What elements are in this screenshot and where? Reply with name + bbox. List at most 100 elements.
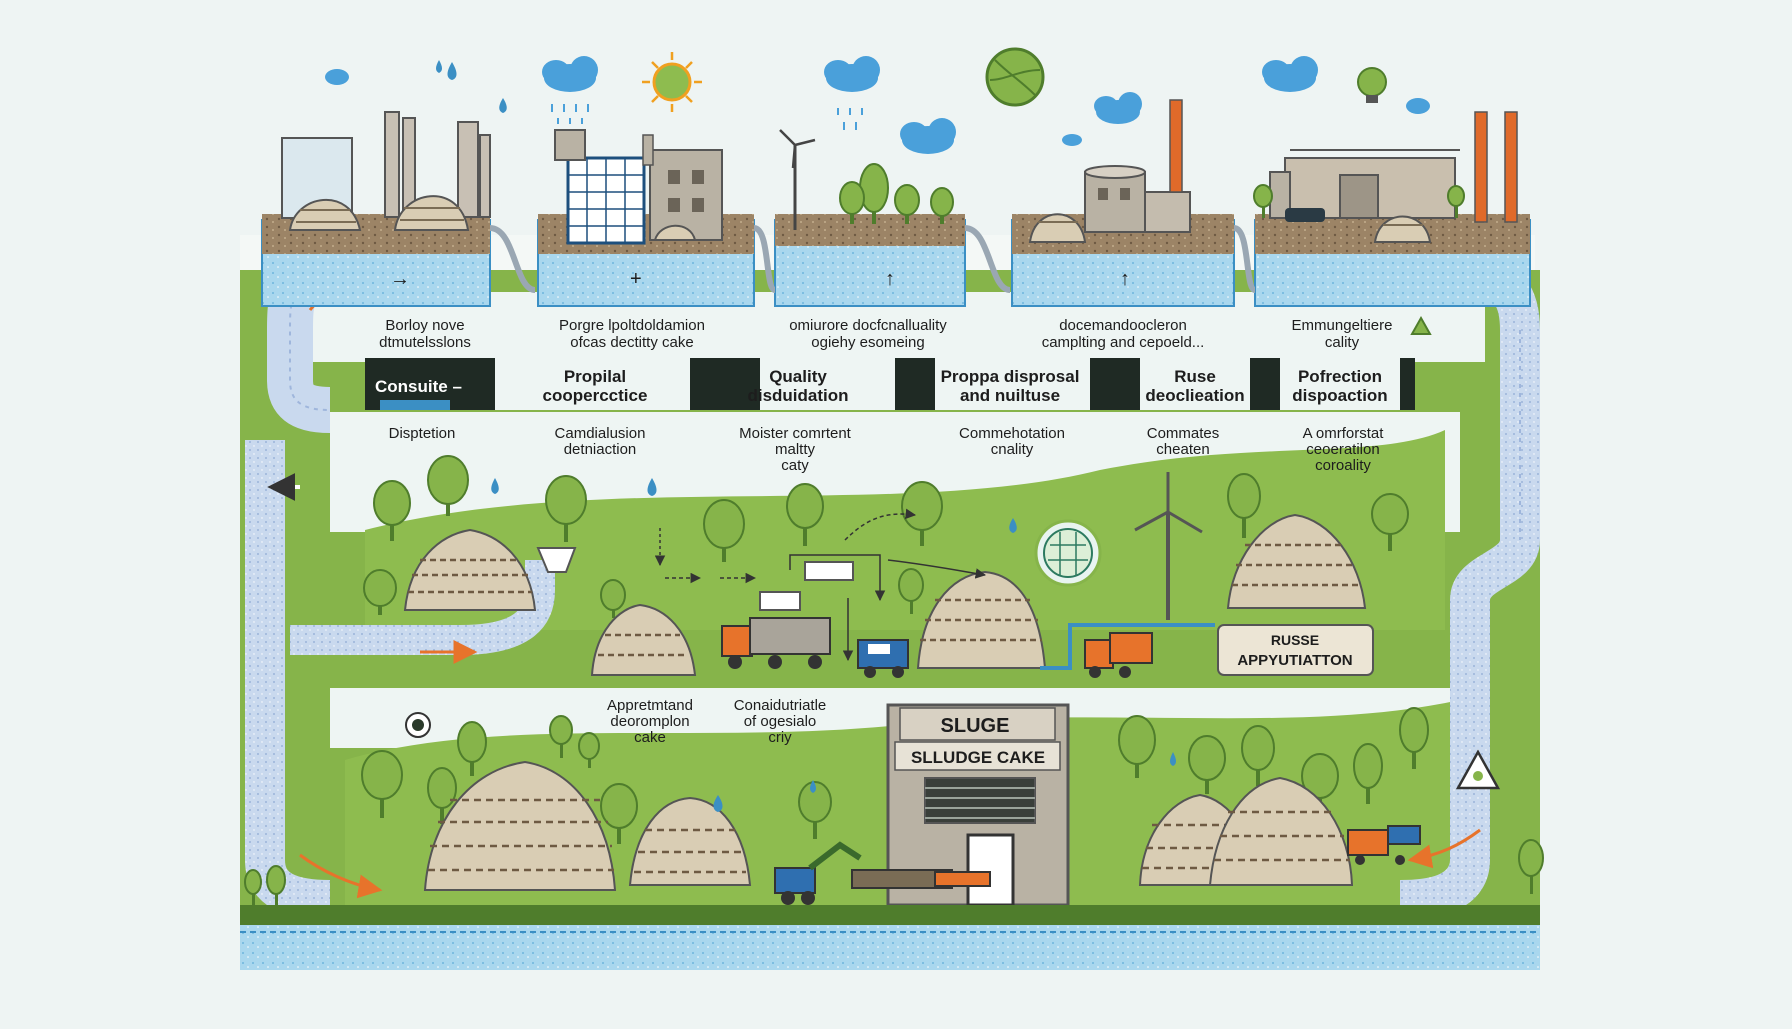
band-label-2-line-1: Propilal: [564, 367, 626, 386]
bottom-caption-2-line-1: Conaidutriatle: [734, 697, 827, 714]
sludge-pile: [288, 199, 362, 231]
bottom-water-channel: [240, 905, 1540, 970]
tree-icon: [898, 568, 924, 614]
tree-icon: [600, 579, 626, 618]
mid-caption-5-line-1: Commates: [1147, 425, 1220, 442]
tree-icon: [839, 181, 865, 224]
tree-icon: [457, 721, 487, 776]
cloud-icon: [1094, 92, 1142, 124]
tree-icon: [361, 750, 403, 818]
top-caption-2-line-2: ofcas dectitty cake: [570, 334, 693, 351]
top-caption-4-line-2: camplting and cepoeld...: [1042, 334, 1205, 351]
mid-caption-5-line-2: cheaten: [1156, 441, 1209, 458]
band-label-4-line-1: Proppa disprosal: [941, 367, 1080, 386]
tree-icon: [859, 163, 889, 224]
bottom-caption-1-line-2: deoromplon: [610, 713, 689, 730]
warning-icon: [1410, 315, 1432, 335]
water-drop-icon: [647, 478, 657, 496]
cloud-icon: [325, 69, 349, 85]
tree-icon: [427, 767, 457, 824]
cloud-icon: [900, 118, 956, 154]
globe-icon: [985, 47, 1045, 107]
water-drop-icon: [447, 62, 457, 80]
top-caption-1-line-2: dtmutelsslons: [379, 334, 471, 351]
tree-icon: [244, 869, 262, 906]
mid-caption-4-line-2: cnality: [991, 441, 1034, 458]
bottom-caption-2-line-3: criy: [768, 729, 792, 746]
water-drop-icon: [499, 98, 507, 113]
band-label-3-line-1: Quality: [769, 367, 827, 386]
svg-text:→: →: [390, 268, 410, 290]
band-label-6-line-1: Pofrection: [1298, 367, 1382, 386]
tree-icon: [1518, 839, 1544, 894]
tree-icon: [1241, 725, 1275, 786]
sludge-pile: [1373, 215, 1432, 243]
tree-icon: [363, 569, 397, 615]
tree-icon: [549, 715, 573, 758]
svg-text:Disptetion: Disptetion: [389, 425, 456, 442]
excavator-icon: [774, 841, 862, 905]
facility-roof-label: SLUGE: [941, 715, 1010, 737]
cloud-icon: [824, 56, 880, 92]
sludge-pile: [628, 796, 752, 886]
cloud-icon: [542, 56, 598, 92]
mid-caption-4-line-1: Commehotation: [959, 425, 1065, 442]
tree-icon: [798, 781, 832, 839]
tree-icon: [1253, 184, 1273, 218]
cloud-icon: [1406, 98, 1430, 114]
water-drop-icon: [491, 478, 499, 494]
tree-icon: [1227, 473, 1261, 538]
band-label-1: Consuite –: [375, 377, 462, 396]
band-label-4-line-2: and nuiltuse: [960, 386, 1060, 405]
warning-icon: [1455, 749, 1501, 790]
svg-text:↑: ↑: [1120, 268, 1130, 290]
cloud-icon: [1062, 134, 1082, 146]
reuse-box-line-1: RUSSE: [1271, 632, 1319, 648]
top-buildings: [281, 99, 1518, 245]
tree-icon: [1353, 743, 1383, 804]
top-trees: [779, 129, 1465, 230]
band-label-3-line-2: disduidation: [747, 386, 848, 405]
tree-icon: [578, 732, 600, 768]
tree-icon: [545, 475, 587, 542]
band-label-5-line-1: Ruse: [1174, 367, 1216, 386]
lightbulb-icon: [1357, 67, 1387, 103]
truck-icon: [721, 617, 831, 669]
top-treatment-stages: → + ↑ ↑: [261, 214, 1531, 307]
facility-sign-label: SLLUDGE CAKE: [911, 748, 1045, 767]
water-drop-icon: [1009, 518, 1017, 533]
mid-caption-2-line-2: detniaction: [564, 441, 637, 458]
reuse-box-line-2: APPYUTIATTON: [1237, 652, 1352, 669]
factory-icon: [1084, 99, 1191, 233]
water-drop-icon: [1170, 752, 1176, 766]
water-drop-icon: [713, 795, 723, 812]
top-sludge-piles: [288, 195, 1432, 243]
mid-scene: RUSSE APPYUTIATTON: [363, 455, 1409, 678]
tree-icon: [703, 499, 745, 562]
factory-icon: [1269, 111, 1518, 223]
tree-icon: [894, 184, 920, 224]
mid-caption-6-line-2: ceoeratilon: [1306, 441, 1379, 458]
band-label-6-line-2: dispoaction: [1292, 386, 1387, 405]
globe-icon: [405, 712, 431, 738]
sludge-pile: [653, 224, 697, 241]
tree-icon: [786, 483, 824, 546]
top-caption-2-line-1: Porgre lpoltdoldamion: [559, 317, 705, 334]
